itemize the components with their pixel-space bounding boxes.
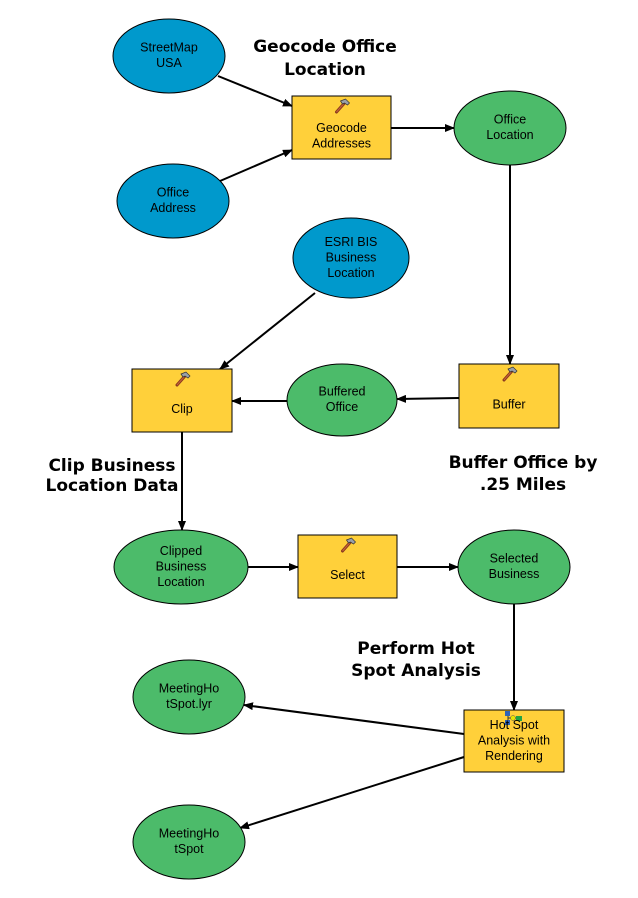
annotation-line: .25 Miles bbox=[480, 475, 566, 495]
connector-office-address-to-geocode[interactable] bbox=[219, 149, 293, 182]
node-buffer[interactable]: Buffer bbox=[458, 363, 560, 429]
model-tool-icon bbox=[505, 711, 522, 725]
node-label-line: Hot Spot bbox=[490, 718, 539, 732]
annotation-line: Location Data bbox=[46, 476, 179, 496]
annotation-line: Location bbox=[284, 60, 366, 80]
node-label-line: ESRI BIS bbox=[325, 235, 378, 249]
node-label-line: Location bbox=[486, 128, 533, 142]
node-label-line: Office bbox=[157, 186, 189, 200]
derived-data-ellipse[interactable] bbox=[113, 529, 249, 605]
node-label-line: Addresses bbox=[312, 137, 371, 151]
node-select[interactable]: Select bbox=[297, 534, 398, 599]
derived-data-ellipse[interactable] bbox=[286, 363, 398, 437]
hammer-icon bbox=[502, 366, 518, 382]
node-label-line: Rendering bbox=[485, 749, 543, 763]
node-label-line: MeetingHo bbox=[159, 682, 219, 696]
node-label-line: Business bbox=[156, 559, 207, 573]
input-data-ellipse[interactable] bbox=[292, 217, 410, 299]
annotation-line: Clip Business bbox=[48, 456, 175, 476]
nodes: StreetMapUSAOfficeAddressGeocodeAddresse… bbox=[112, 18, 571, 880]
derived-data-ellipse[interactable] bbox=[453, 90, 567, 166]
node-label-line: USA bbox=[156, 56, 182, 70]
annotation-line: Geocode Office bbox=[253, 37, 397, 57]
node-label-line: Analysis with bbox=[478, 734, 550, 748]
derived-data-ellipse[interactable] bbox=[132, 659, 246, 735]
hammer-icon bbox=[175, 371, 191, 387]
node-label-line: Geocode bbox=[316, 121, 367, 135]
annotation-buffer-note: Buffer Office by.25 Miles bbox=[449, 453, 598, 495]
node-label-line: StreetMap bbox=[140, 41, 198, 55]
annotation-line: Spot Analysis bbox=[351, 661, 481, 681]
node-label-line: Selected bbox=[490, 552, 539, 566]
connector-esri-bis-to-clip[interactable] bbox=[219, 292, 316, 370]
node-label-line: Buffered bbox=[318, 385, 365, 399]
connector-buffer-to-buffered-office[interactable] bbox=[396, 394, 460, 403]
connector-streetmap-to-geocode[interactable] bbox=[217, 75, 293, 107]
node-label-line: Clipped bbox=[160, 544, 202, 558]
connectors bbox=[178, 75, 518, 830]
node-label-line: Business bbox=[326, 250, 377, 264]
hammer-icon bbox=[341, 537, 356, 553]
annotation-line: Perform Hot bbox=[357, 639, 475, 659]
input-data-ellipse[interactable] bbox=[116, 163, 230, 239]
connector-hotspot-to-meeting-lyr[interactable] bbox=[243, 702, 465, 735]
node-label-line: Location bbox=[327, 266, 374, 280]
node-label-line: Select bbox=[330, 568, 365, 582]
node-label-line: Business bbox=[489, 567, 540, 581]
connector-hotspot-to-meeting[interactable] bbox=[239, 756, 465, 830]
annotation-line: Buffer Office by bbox=[449, 453, 598, 473]
node-label-line: Office bbox=[326, 400, 358, 414]
node-label-line: Clip bbox=[171, 402, 193, 416]
input-data-ellipse[interactable] bbox=[112, 18, 226, 94]
node-label-line: Address bbox=[150, 201, 196, 215]
hammer-icon bbox=[335, 98, 350, 114]
node-label-line: Location bbox=[157, 575, 204, 589]
node-label-line: MeetingHo bbox=[159, 827, 219, 841]
node-label-line: Office bbox=[494, 113, 526, 127]
node-label-line: Buffer bbox=[492, 397, 525, 411]
node-label-line: tSpot.lyr bbox=[166, 697, 212, 711]
derived-data-ellipse[interactable] bbox=[132, 804, 246, 880]
node-label-line: tSpot bbox=[174, 842, 204, 856]
derived-data-ellipse[interactable] bbox=[457, 529, 571, 605]
node-clip[interactable]: Clip bbox=[131, 368, 233, 433]
